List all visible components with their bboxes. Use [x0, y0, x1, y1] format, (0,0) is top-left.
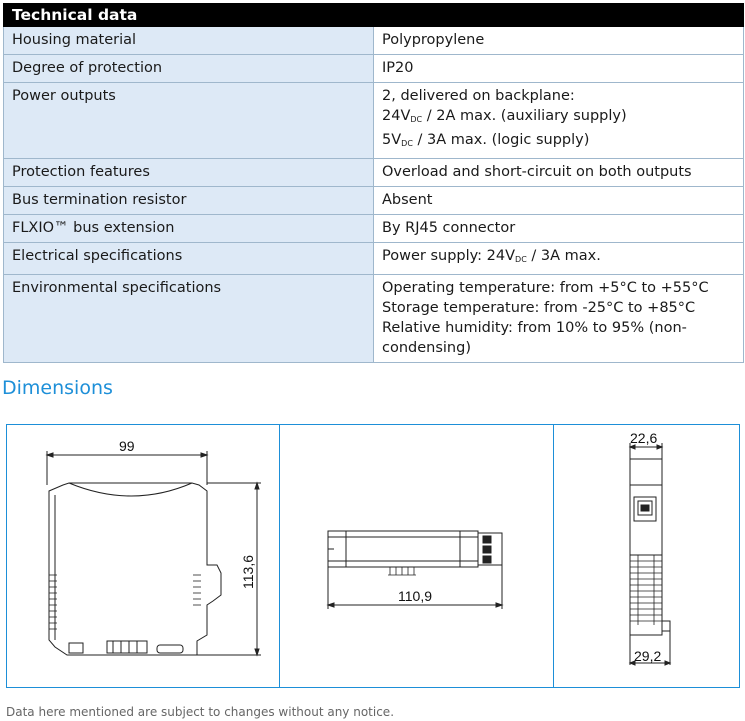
row-value: Absent [373, 186, 744, 215]
row-value: Power supply: 24VDC / 3A max. [373, 242, 744, 275]
front-width-label: 22,6 [630, 430, 657, 446]
row-value: IP20 [373, 54, 744, 83]
row-value: 2, delivered on backplane: 24VDC / 2A ma… [373, 82, 744, 159]
technical-data-table: Technical data Housing material Polyprop… [3, 3, 744, 363]
value-line: 24VDC / 2A max. (auxiliary supply) [382, 108, 627, 124]
side-view-panel: 99 113,6 [6, 424, 280, 688]
row-key: Degree of protection [3, 54, 374, 83]
front-depth-label: 29,2 [634, 648, 661, 664]
value-line: Relative humidity: from 10% to 95% (non- [382, 320, 687, 336]
top-view-drawing: 110,9 [326, 530, 504, 609]
table-row: Bus termination resistor Absent [3, 186, 744, 215]
top-length-label: 110,9 [398, 588, 432, 604]
side-width-label: 99 [119, 438, 135, 454]
row-value: By RJ45 connector [373, 214, 744, 243]
row-value: Overload and short-circuit on both outpu… [373, 158, 744, 187]
row-key: Housing material [3, 26, 374, 55]
table-row: Electrical specifications Power supply: … [3, 242, 744, 275]
value-line: Overload and short-circuit on both outpu… [382, 164, 692, 180]
value-line: IP20 [382, 60, 414, 76]
table-row: FLXIO™ bus extension By RJ45 connector [3, 214, 744, 243]
table-row: Degree of protection IP20 [3, 54, 744, 83]
value-line: Polypropylene [382, 32, 485, 48]
row-key: FLXIO™ bus extension [3, 214, 374, 243]
row-key: Power outputs [3, 82, 374, 159]
row-key: Electrical specifications [3, 242, 374, 275]
front-view-drawing: 22,6 29,2 [628, 430, 672, 666]
row-value: Operating temperature: from +5°C to +55°… [373, 274, 744, 363]
footer-note: Data here mentioned are subject to chang… [6, 705, 395, 719]
value-line: 2, delivered on backplane: [382, 88, 575, 104]
value-line: Power supply: 24VDC / 3A max. [382, 248, 601, 264]
value-line: Operating temperature: from +5°C to +55°… [382, 280, 709, 296]
value-line: condensing) [382, 340, 471, 356]
table-row: Environmental specifications Operating t… [3, 274, 744, 363]
value-line: By RJ45 connector [382, 220, 516, 236]
value-line: Absent [382, 192, 433, 208]
table-row: Power outputs 2, delivered on backplane:… [3, 82, 744, 159]
row-value: Polypropylene [373, 26, 744, 55]
side-height-label: 113,6 [240, 555, 256, 589]
side-view-drawing: 99 113,6 [45, 438, 261, 657]
table-header: Technical data [3, 3, 744, 27]
front-view-panel: 22,6 29,2 [553, 424, 740, 688]
table-row: Housing material Polypropylene [3, 26, 744, 55]
dimensions-title: Dimensions [2, 377, 113, 399]
row-key: Bus termination resistor [3, 186, 374, 215]
row-key: Protection features [3, 158, 374, 187]
table-row: Protection features Overload and short-c… [3, 158, 744, 187]
top-view-panel: 110,9 [279, 424, 554, 688]
value-line: Storage temperature: from -25°C to +85°C [382, 300, 696, 316]
row-key: Environmental specifications [3, 274, 374, 363]
table-header-row: Technical data [3, 3, 744, 27]
value-line: 5VDC / 3A max. (logic supply) [382, 132, 590, 148]
